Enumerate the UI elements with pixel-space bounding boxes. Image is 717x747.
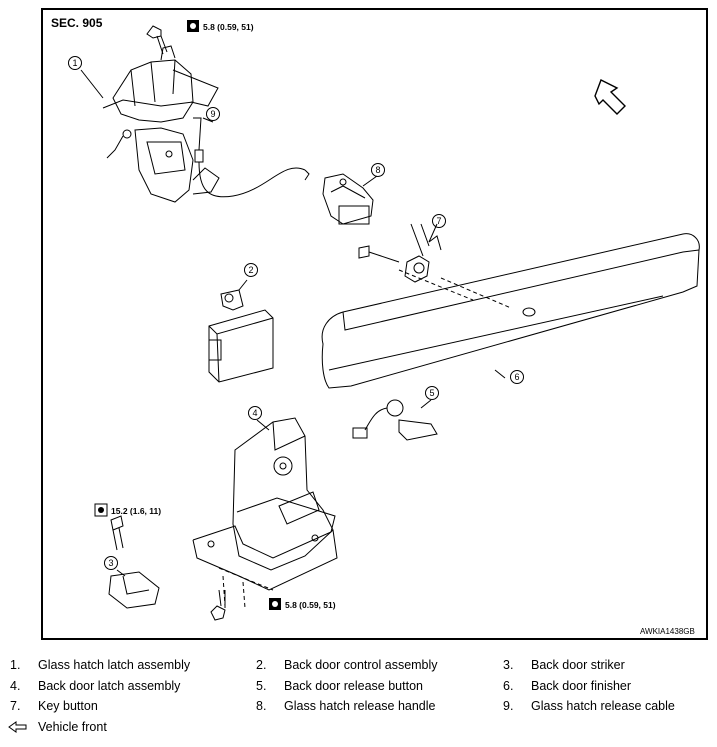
legend-text: Back door striker: [531, 658, 625, 672]
key-button-screw: [358, 245, 400, 263]
bolt-top: [146, 25, 168, 55]
callout-2: 2: [248, 265, 253, 275]
legend-num: 3.: [503, 658, 514, 672]
glass-hatch-release-handle: [322, 173, 374, 225]
vehicle-front-label: Vehicle front: [38, 720, 107, 734]
callout-9: 9: [210, 109, 215, 119]
vehicle-front-arrow: [594, 79, 626, 115]
legend-num: 4.: [10, 679, 21, 693]
legend-text: Back door release button: [284, 679, 423, 693]
callout-8: 8: [375, 165, 380, 175]
callout-circle-6: [510, 370, 524, 384]
legend-num: 8.: [256, 699, 267, 713]
glass-hatch-latch-assembly: [102, 45, 220, 203]
callout-circle-1: [68, 56, 82, 70]
vehicle-front-icon: [8, 721, 27, 733]
back-door-control-assembly: [208, 289, 274, 383]
glass-hatch-release-cable: [193, 117, 310, 198]
figure-code: AWKIA1438GB: [640, 627, 695, 636]
callout-7: 7: [436, 216, 441, 226]
legend-text: Glass hatch release cable: [531, 699, 675, 713]
callout-circle-5: [425, 386, 439, 400]
bolt-bottom: [210, 589, 226, 621]
torque-label-1: 5.8 (0.59, 51): [203, 22, 254, 32]
legend-num: 2.: [256, 658, 267, 672]
back-door-release-button: [352, 399, 438, 441]
callout-circle-4: [248, 406, 262, 420]
legend-text: Back door finisher: [531, 679, 632, 693]
torque-label-3: 5.8 (0.59, 51): [285, 600, 336, 610]
legend-text: Back door control assembly: [284, 658, 438, 672]
legend-text: Glass hatch release handle: [284, 699, 436, 713]
legend-num: 6.: [503, 679, 514, 693]
torque-icon-2: [94, 503, 108, 517]
callout-circle-3: [104, 556, 118, 570]
legend-text: Back door latch assembly: [38, 679, 181, 693]
back-door-striker: [108, 515, 160, 609]
callout-circle-2: [244, 263, 258, 277]
callout-circle-9: [206, 107, 220, 121]
diagram-canvas: SEC. 905 5.8 (0.59, 51) 15.2 (1.6, 11) 5…: [51, 16, 700, 636]
torque-icon-1: [187, 20, 199, 32]
exploded-diagram: SEC. 905 5.8 (0.59, 51) 15.2 (1.6, 11) 5…: [41, 8, 708, 640]
back-door-latch-assembly: [192, 417, 338, 591]
callout-circle-8: [371, 163, 385, 177]
callout-5: 5: [429, 388, 434, 398]
legend-num: 9.: [503, 699, 514, 713]
callout-4: 4: [252, 408, 257, 418]
torque-label-2: 15.2 (1.6, 11): [111, 506, 161, 516]
legend-num: 7.: [10, 699, 21, 713]
callout-1: 1: [72, 58, 77, 68]
legend-num: 5.: [256, 679, 267, 693]
legend-text: Glass hatch latch assembly: [38, 658, 191, 672]
key-button: [404, 223, 442, 283]
callout-6: 6: [514, 372, 519, 382]
legend-text: Key button: [38, 699, 98, 713]
torque-icon-3: [269, 598, 281, 610]
legend-num: 1.: [10, 658, 21, 672]
callout-circle-7: [432, 214, 446, 228]
section-label: SEC. 905: [51, 16, 103, 30]
callout-3: 3: [108, 558, 113, 568]
back-door-finisher: [321, 233, 700, 389]
